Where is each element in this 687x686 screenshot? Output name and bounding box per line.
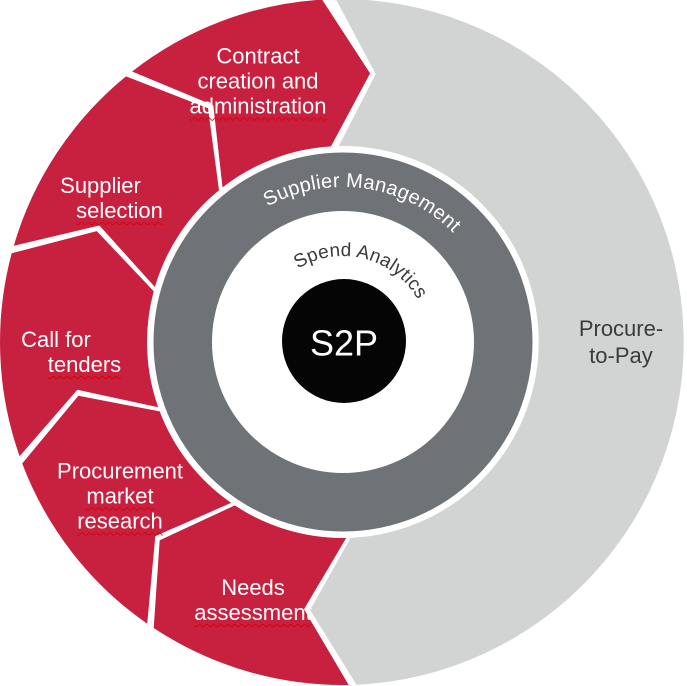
segment-call-for-tenders [0, 231, 159, 457]
center-circle [282, 279, 406, 403]
segment-needs-assessment [153, 505, 349, 686]
segment-procurement-market-research [22, 395, 232, 624]
center-label: S2P [310, 323, 378, 364]
procure-to-pay-region [310, 0, 684, 685]
segment-supplier-selection [13, 76, 219, 288]
segment-contract-creation [132, 0, 371, 188]
